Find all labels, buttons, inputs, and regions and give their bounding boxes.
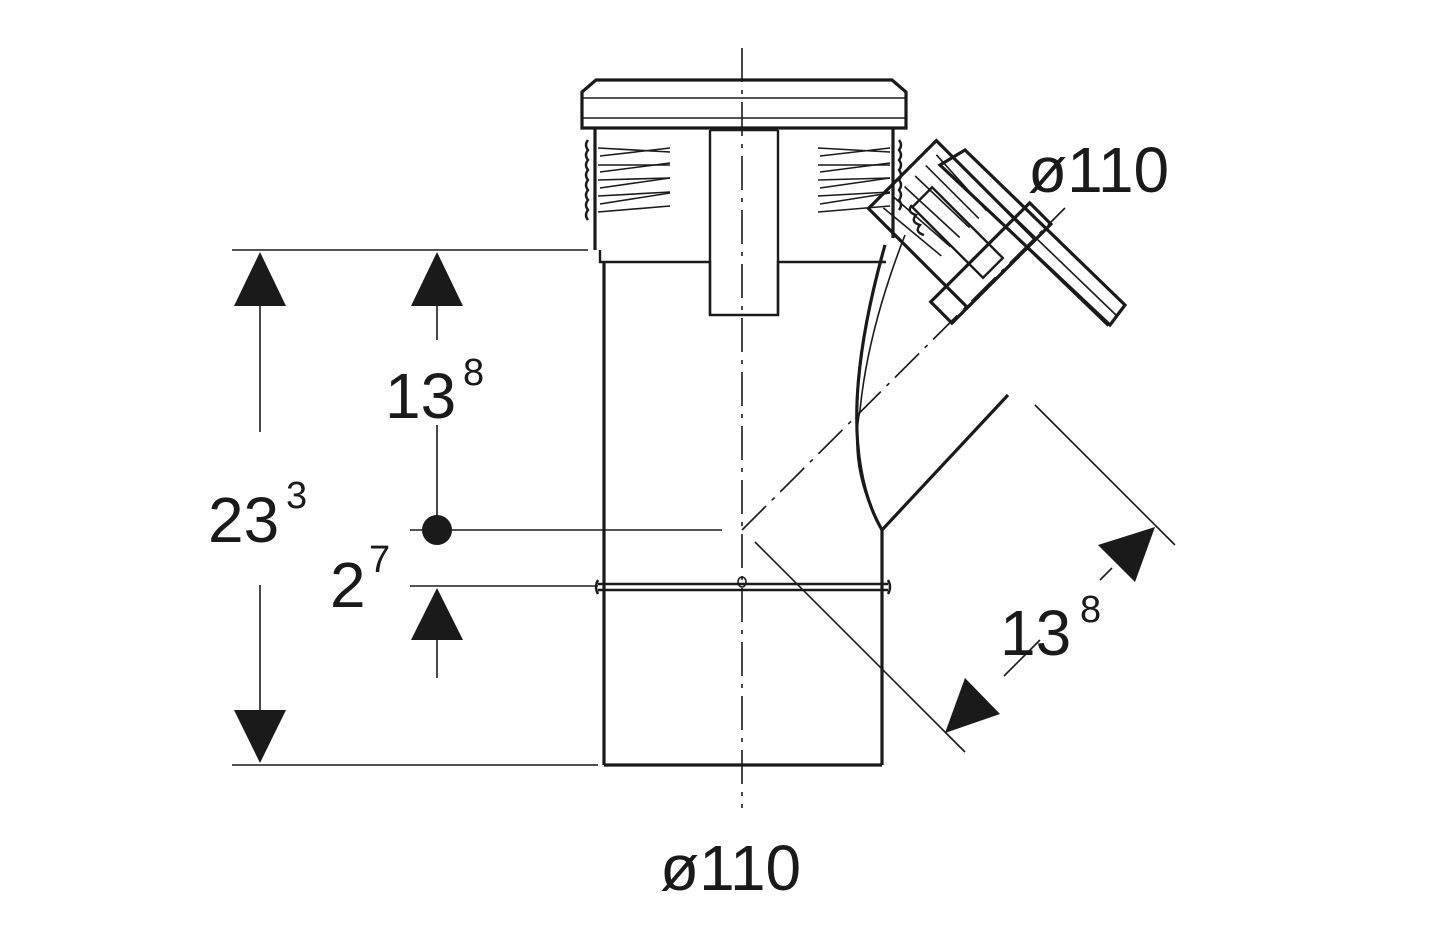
offset-height-label: 2 xyxy=(330,549,366,621)
dimension-labels: ø110 ø110 23 3 13 8 2 7 13 8 xyxy=(208,134,1169,904)
main-diameter-label: ø110 xyxy=(660,832,801,904)
upper-height-label: 13 xyxy=(385,360,456,432)
branch-pipe xyxy=(855,138,1128,532)
branch-length-label: 13 xyxy=(1000,597,1071,669)
arrow-down-overall xyxy=(234,710,286,763)
arrow-branch-lower xyxy=(945,678,1000,733)
overall-height-sup: 3 xyxy=(286,475,307,517)
overall-height-label: 23 xyxy=(208,484,279,556)
branch-diameter-label: ø110 xyxy=(1028,134,1169,206)
offset-height-sup: 7 xyxy=(369,539,390,581)
arrow-up-overall xyxy=(234,252,286,306)
arrow-up-upper xyxy=(411,252,463,306)
arrow-branch-upper xyxy=(1098,527,1155,582)
dimension-lines xyxy=(232,249,1176,766)
branch-length-sup: 8 xyxy=(1080,589,1101,631)
upper-height-sup: 8 xyxy=(463,352,484,394)
center-lines xyxy=(741,48,1066,808)
arrow-up-offset xyxy=(411,588,463,640)
main-pipe xyxy=(580,78,908,767)
dimension-origin-dot xyxy=(422,515,452,545)
